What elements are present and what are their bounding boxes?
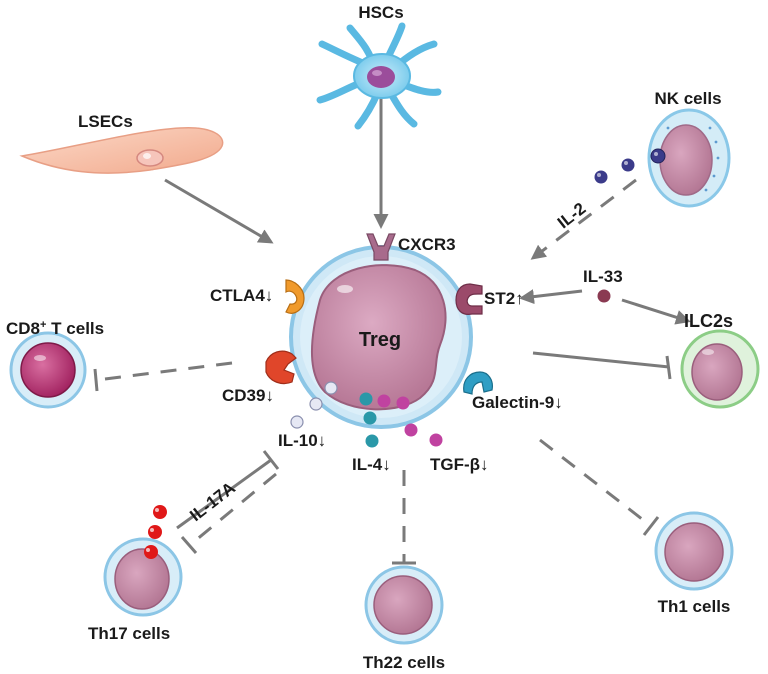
label-tgfb: TGF-β↓ [430, 455, 489, 474]
inhibit-treg-cd8 [93, 361, 233, 392]
label-il2: IL-2 [554, 199, 590, 233]
cd39-receptor-icon [265, 350, 297, 385]
inhibit-il17a-treg [176, 450, 280, 530]
label-il33: IL-33 [583, 267, 623, 286]
label-cd39: CD39↓ [222, 386, 274, 405]
inhibit-treg-th22 [392, 470, 416, 565]
label-nk-cells: NK cells [654, 89, 721, 108]
il2-molecules [594, 158, 635, 184]
label-il10: IL-10↓ [278, 431, 326, 450]
label-galectin9: Galectin-9↓ [472, 393, 563, 412]
galectin9-receptor-icon [463, 371, 493, 395]
label-ilc2s: ILC2s [684, 311, 733, 331]
arrow-il33-to-st2 [519, 289, 583, 305]
label-ctla4: CTLA4↓ [210, 286, 273, 305]
il17a-molecules [144, 505, 167, 559]
arrow-il2-to-treg [530, 178, 637, 260]
il33-molecule-icon [597, 289, 611, 303]
inhibit-treg-th17 [180, 472, 277, 554]
il10-molecules [290, 381, 338, 429]
ilc2-cell [680, 329, 760, 409]
ctla4-receptor-icon [285, 279, 305, 314]
arrow-il33-to-ilc2s [621, 298, 691, 325]
label-il4: IL-4↓ [352, 455, 391, 474]
th17-cell [103, 537, 183, 617]
label-lsecs: LSECs [78, 112, 133, 131]
label-cxcr3: CXCR3 [398, 235, 456, 254]
il4-molecules [359, 392, 379, 448]
connections [93, 95, 691, 565]
label-cd8-t-cells: CD8+ T cells [6, 319, 104, 338]
inhibit-treg-th1 [539, 438, 660, 536]
th22-cell [364, 565, 444, 645]
label-il17a: IL-17A [186, 478, 239, 525]
cd8-t-cell [9, 331, 87, 409]
hsc-cell [316, 22, 442, 130]
label-th22-cells: Th22 cells [363, 653, 445, 672]
lsec-cell [19, 127, 224, 174]
nk-cell [647, 108, 731, 208]
th1-cell [654, 511, 734, 591]
st2-receptor-icon [455, 283, 483, 315]
label-treg: Treg [359, 329, 401, 351]
arrow-lsecs-to-treg [164, 178, 274, 244]
tgfb-molecules [377, 394, 443, 447]
label-st2: ST2↑ [484, 289, 524, 308]
label-th17-cells: Th17 cells [88, 624, 170, 643]
inhibit-treg-ilc2s [532, 351, 672, 380]
label-th1-cells: Th1 cells [658, 597, 731, 616]
label-hscs: HSCs [358, 3, 403, 22]
cxcr3-receptor-icon [366, 233, 396, 261]
